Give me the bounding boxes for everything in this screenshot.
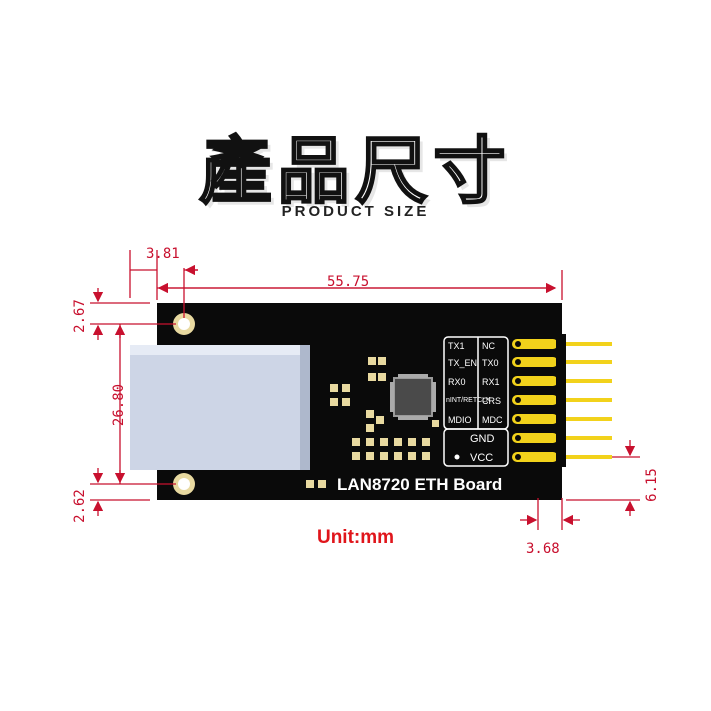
pin-label-nint-retclk: nINT/RETCLK [446,397,491,404]
pin-label-tx-en: TX_EN [448,358,477,368]
dim-bottom-hole: 2.62 [72,489,88,523]
pin-label-vcc: VCC [470,452,493,464]
mounting-hole-top [173,313,195,335]
pin-label-rx0: RX0 [448,377,466,387]
mounting-hole-bottom [173,473,195,495]
dim-height: 26.80 [111,383,127,427]
pin-label-mdc: MDC [482,415,503,425]
page-subtitle: PRODUCT SIZE [281,203,430,220]
pin-label-box [443,336,509,467]
pin-label-nc: NC [482,341,495,351]
page-title: 產品尺寸 [198,128,512,215]
pin-labels: TX1 TX_EN RX0 nINT/RETCLK MDIO NC TX0 RX… [446,341,503,464]
lan8720-chip [390,374,436,420]
board-name-label: LAN8720 ETH Board [337,475,502,494]
dim-left-offset: 3.81 [146,246,180,262]
rj45-connector [130,345,310,470]
pin-label-tx1: TX1 [448,341,465,351]
pin-label-crs: CRS [482,396,501,406]
smd-components [306,357,439,488]
pin-label-rx1: RX1 [482,377,500,387]
dim-width: 55.75 [327,274,370,290]
pin-label-gnd: GND [470,433,495,445]
dimension-lines [90,250,640,530]
header-pins [512,334,612,467]
pin-label-tx0: TX0 [482,358,499,368]
dim-pin-length: 6.15 [644,468,660,502]
unit-label: Unit:mm [316,527,395,548]
dim-top-hole: 2.67 [72,299,88,333]
pin-label-mdio: MDIO [448,415,472,425]
dim-pin-offset: 3.68 [526,541,560,557]
